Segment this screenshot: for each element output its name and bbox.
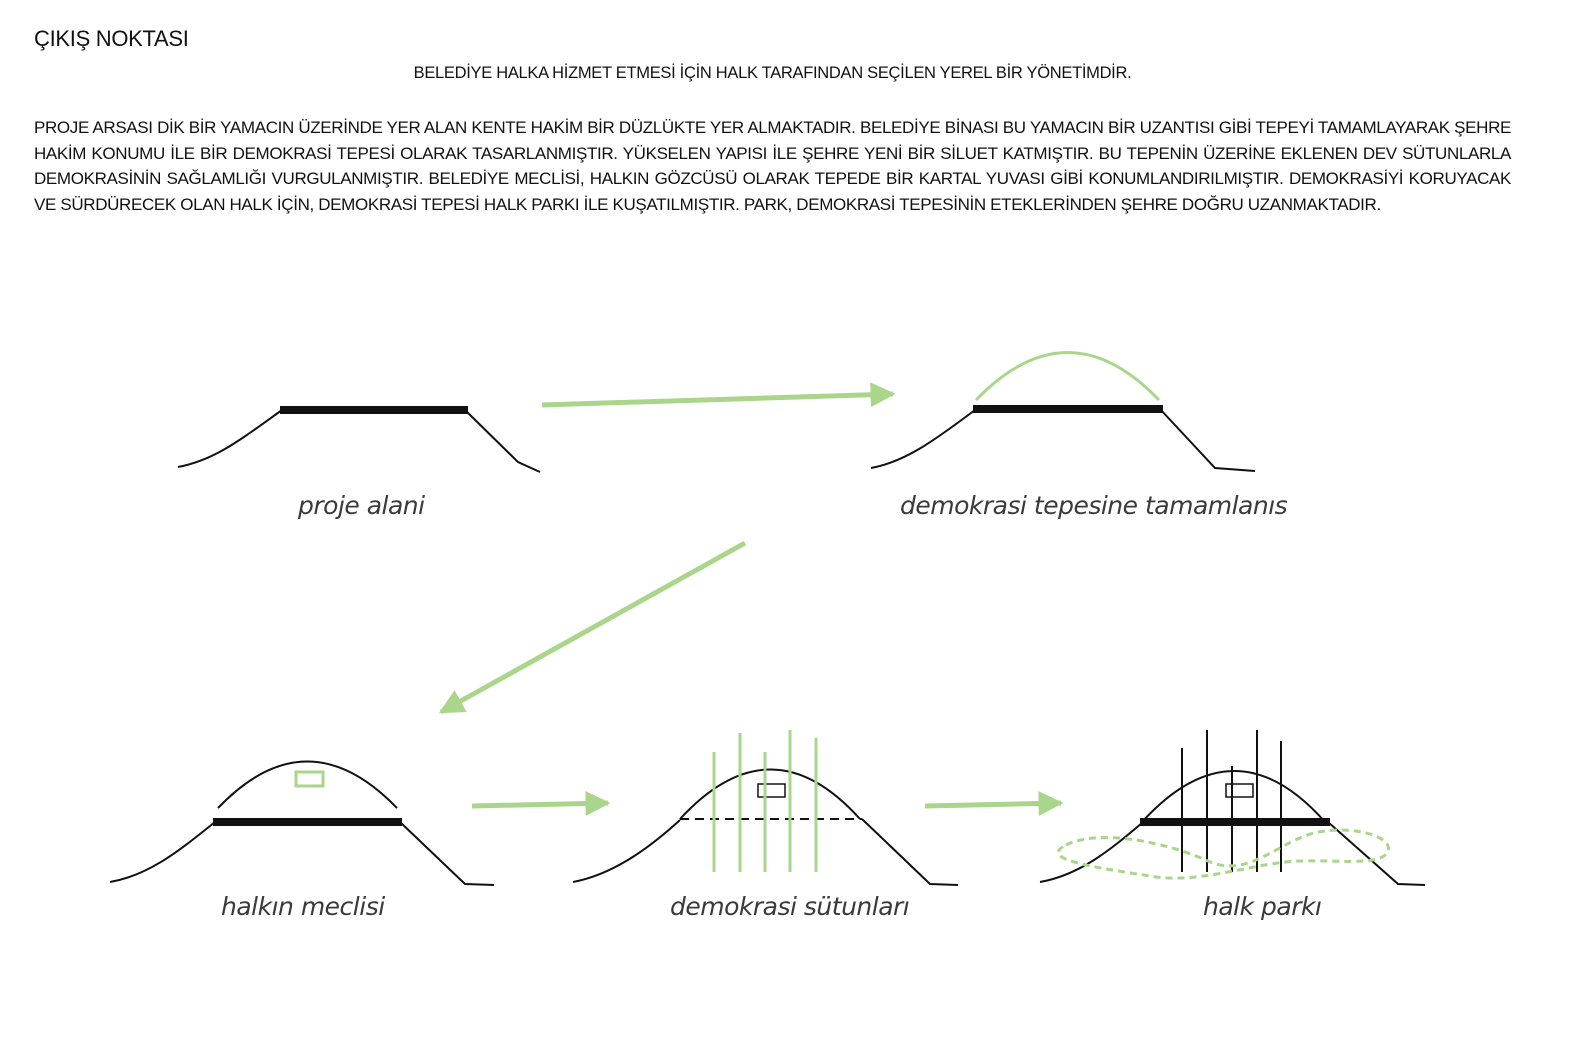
dome-arc — [679, 768, 861, 820]
caption-proje-alani: proje alani — [297, 491, 425, 520]
step-halkin-meclisi: halkın meclisi — [109, 760, 495, 921]
hill-slope-left — [870, 409, 976, 469]
hill-slope-right — [861, 818, 959, 886]
hill-slope-left — [1039, 822, 1143, 883]
caption-demokrasi-sutunlari: demokrasi sütunları — [670, 892, 909, 921]
step-proje-alani: proje alani — [177, 406, 541, 520]
arrow-step3-to-step4 — [471, 790, 611, 816]
hill-slope-left — [177, 409, 283, 468]
hill-slope-right — [399, 821, 495, 886]
park-outline — [1056, 828, 1390, 880]
caption-demokrasi-tepesine: demokrasi tepesine tamamlanıs — [900, 491, 1288, 520]
dome-arc — [217, 760, 398, 809]
columns — [1181, 730, 1282, 872]
assembly-hall-box — [294, 770, 325, 788]
step-demokrasi-tepesine: demokrasi tepesine tamamlanıs — [870, 351, 1288, 520]
caption-halkin-meclisi: halkın meclisi — [221, 892, 385, 921]
hill-slope-left — [572, 819, 681, 883]
arrow-step2-to-step3 — [438, 540, 747, 715]
step-demokrasi-sutunlari: demokrasi sütunları — [572, 730, 959, 921]
hill-slope-left — [109, 821, 216, 883]
hill-slope-right — [1327, 821, 1426, 886]
dome-arc — [1141, 770, 1326, 823]
completion-arc — [974, 351, 1161, 402]
hill-slope-right — [1159, 408, 1256, 472]
description-paragraph: PROJE ARSASI DİK BİR YAMACIN ÜZERİNDE YE… — [34, 118, 1511, 214]
caption-halk-parki: halk parkı — [1203, 892, 1321, 921]
assembly-hall-box — [757, 783, 786, 798]
arrow-step1-to-step2 — [541, 382, 896, 408]
columns — [712, 730, 818, 872]
page-subtitle: BELEDİYE HALKA HİZMET ETMESİ İÇİN HALK T… — [413, 64, 1132, 82]
assembly-hall-box — [1225, 783, 1254, 798]
arrow-step4-to-step5 — [924, 790, 1064, 816]
page-title: ÇIKIŞ NOKTASI — [34, 26, 189, 51]
step-halk-parki: halk parkı — [1039, 730, 1426, 921]
hill-slope-right — [464, 409, 541, 473]
